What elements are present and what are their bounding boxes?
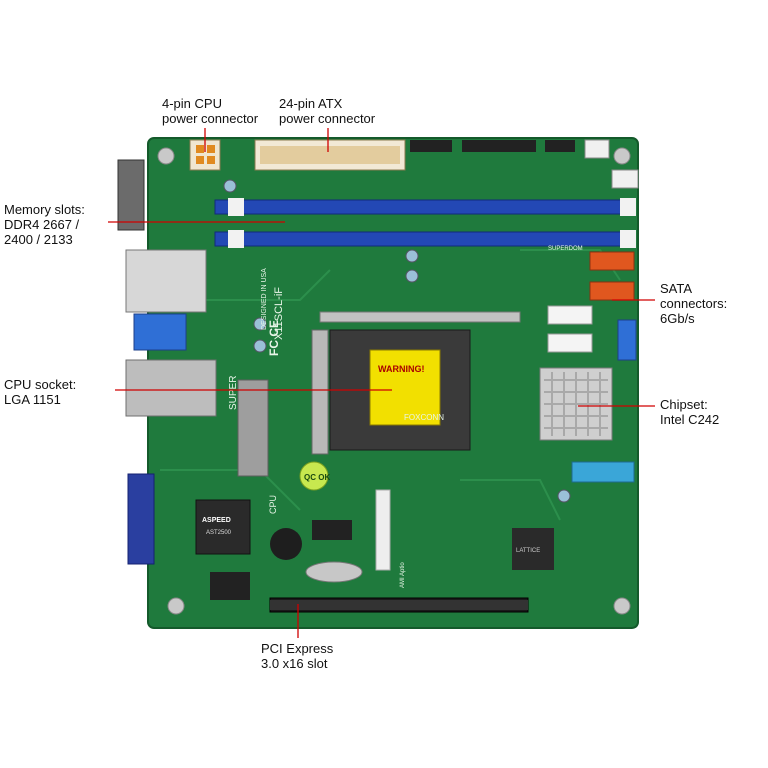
bmc-chip xyxy=(195,499,251,555)
bmc-model: AST2500 xyxy=(206,530,232,536)
socket-vendor: FOXCONN xyxy=(404,413,444,422)
mount-hole xyxy=(613,147,631,165)
bmc-brand: ASPEED xyxy=(202,517,231,524)
vrm-heatsink xyxy=(237,379,269,477)
socket-retention xyxy=(319,311,521,323)
serial-port xyxy=(117,159,145,231)
header-top xyxy=(462,140,536,152)
model-marking: X11SCL-iF xyxy=(273,287,285,340)
header-top xyxy=(410,140,452,152)
warning-cap xyxy=(369,349,441,426)
label-cpu-power-connector: 4-pin CPU power connector xyxy=(162,96,259,126)
label-atx-power-connector: 24-pin ATX power connector xyxy=(279,96,376,126)
sata-connector xyxy=(547,305,593,325)
pcb-traces xyxy=(160,249,621,521)
chip xyxy=(512,528,554,570)
usb3-port xyxy=(133,313,187,351)
label-sata-connectors: SATA connectors: 6Gb/s xyxy=(660,281,728,326)
sata-connector xyxy=(589,281,635,301)
buzzer xyxy=(270,528,302,560)
sata-connector xyxy=(547,333,593,353)
superdom-marking: SUPERDOM xyxy=(548,246,583,252)
fcc-marking: FC CE xyxy=(267,320,281,356)
cpu-marking: CPU xyxy=(268,495,278,514)
dimm-slot-2 xyxy=(214,231,636,247)
mount-hole xyxy=(157,147,175,165)
vga-port xyxy=(127,473,155,565)
ami-marking: AMI Aptio xyxy=(400,562,406,588)
label-cpu-socket: CPU socket: LGA 1151 xyxy=(4,377,77,407)
label-chipset: Chipset: Intel C242 xyxy=(660,397,720,427)
blue-header xyxy=(571,461,635,483)
usb-lan-port xyxy=(125,249,207,313)
label-pci-express: PCI Express 3.0 x16 slot xyxy=(261,641,334,671)
chip xyxy=(210,572,250,600)
socket-lever xyxy=(311,329,329,455)
fan-header xyxy=(584,139,610,159)
label-memory-slots: Memory slots: DDR4 2667 / 2400 / 2133 xyxy=(4,202,85,247)
m2-standoff xyxy=(375,489,391,571)
super-marking: SUPER xyxy=(228,376,239,410)
cmos-battery xyxy=(305,561,363,583)
lattice-marking: LATTICE xyxy=(516,548,540,554)
chip xyxy=(312,520,352,540)
mount-hole xyxy=(167,597,185,615)
fan-header xyxy=(611,169,639,189)
mount-hole xyxy=(613,597,631,615)
dimm-slot-1 xyxy=(214,199,636,215)
qc-mark: QC OK xyxy=(304,473,330,482)
warning-title: WARNING! xyxy=(378,364,425,374)
designed-marking: DESIGNED IN USA xyxy=(261,268,268,330)
header-top xyxy=(545,140,575,152)
sata-connector xyxy=(589,251,635,271)
qc-sticker xyxy=(299,461,329,491)
usb3-header xyxy=(617,319,637,361)
rj45-port xyxy=(125,359,217,417)
